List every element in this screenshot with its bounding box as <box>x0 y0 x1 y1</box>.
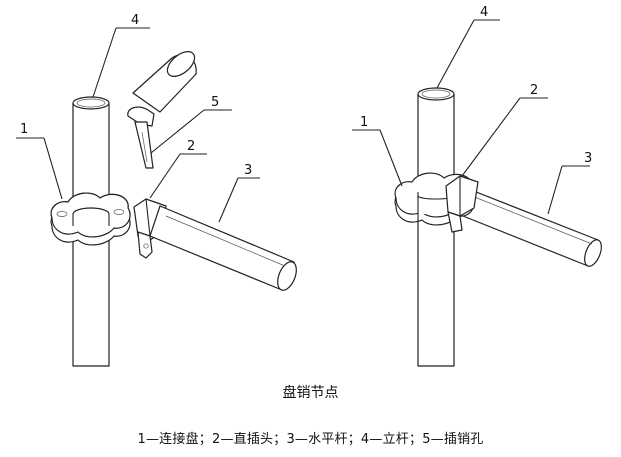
left-callout-4: 4 <box>131 13 139 28</box>
left-ledger-tube <box>149 205 297 291</box>
right-callout-3: 3 <box>584 151 592 166</box>
left-callout-2: 2 <box>187 139 195 154</box>
left-rosette-disc <box>50 192 131 246</box>
right-plug-head <box>445 175 479 233</box>
right-assembled-view: 1 2 3 4 <box>352 5 602 367</box>
left-callout-3: 3 <box>244 163 252 178</box>
left-exploded-view: 1 2 3 4 5 <box>16 13 297 367</box>
right-ledger-tube <box>457 187 602 267</box>
right-standard-tube <box>417 87 455 367</box>
right-callout-1: 1 <box>360 115 368 130</box>
right-callout-2: 2 <box>530 83 538 98</box>
left-callout-1: 1 <box>20 122 28 137</box>
left-callout-5: 5 <box>211 95 219 110</box>
figure-legend: 1—连接盘；2—直插头；3—水平杆；4—立杆；5—插销孔 <box>137 432 484 447</box>
right-callout-4: 4 <box>480 5 488 20</box>
figure-caption-title: 盘销节点 <box>282 385 339 401</box>
left-wedge-pin <box>127 51 197 169</box>
